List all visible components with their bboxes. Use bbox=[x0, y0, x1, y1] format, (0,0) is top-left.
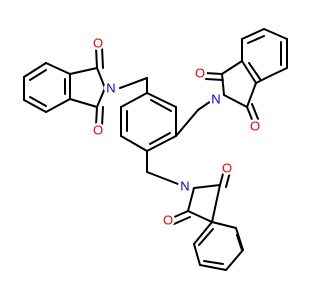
bond bbox=[223, 94, 248, 108]
bond bbox=[187, 187, 195, 212]
bond bbox=[171, 210, 189, 219]
bond bbox=[198, 228, 214, 246]
bond bbox=[199, 264, 227, 271]
oxygen-atom: O bbox=[222, 161, 232, 176]
bond bbox=[269, 67, 288, 77]
bonds bbox=[23, 28, 288, 271]
bond bbox=[69, 98, 98, 108]
bond bbox=[101, 46, 104, 69]
bond bbox=[119, 77, 148, 89]
bond bbox=[101, 106, 104, 127]
bond bbox=[247, 35, 265, 44]
bond bbox=[150, 99, 172, 112]
bond bbox=[221, 60, 243, 75]
bond bbox=[146, 171, 179, 185]
bond bbox=[225, 249, 244, 271]
bond bbox=[221, 73, 225, 96]
oxygen-atom: O bbox=[93, 123, 103, 138]
bond bbox=[193, 221, 213, 245]
bond bbox=[193, 184, 221, 189]
nitrogen-atom: N bbox=[106, 81, 115, 96]
oxygen-atom: O bbox=[195, 66, 205, 81]
bond bbox=[197, 100, 212, 111]
bond bbox=[173, 216, 191, 225]
bond bbox=[203, 260, 224, 265]
bond bbox=[193, 243, 201, 266]
bond bbox=[263, 28, 288, 40]
nitrogen-atom: N bbox=[180, 179, 189, 194]
bond bbox=[211, 184, 221, 223]
bond bbox=[211, 221, 237, 229]
bond bbox=[95, 46, 98, 69]
bond bbox=[29, 69, 47, 81]
oxygen-atom: O bbox=[93, 36, 103, 51]
bond bbox=[29, 96, 47, 107]
molecule-structure: O N O O N O O N O bbox=[23, 28, 288, 271]
bond bbox=[241, 28, 265, 40]
bond bbox=[69, 67, 98, 75]
bond bbox=[236, 234, 243, 251]
oxygen-atom: O bbox=[163, 213, 173, 228]
bond bbox=[23, 62, 47, 78]
oxygen-atom: O bbox=[250, 119, 260, 134]
bond bbox=[175, 109, 199, 137]
bond bbox=[205, 78, 224, 81]
bond bbox=[96, 67, 106, 89]
bond bbox=[146, 92, 177, 108]
bond bbox=[149, 132, 171, 145]
bond bbox=[120, 135, 148, 152]
bond bbox=[45, 62, 71, 75]
bond bbox=[204, 72, 223, 75]
bond bbox=[251, 103, 259, 120]
bond bbox=[246, 106, 254, 123]
bond bbox=[248, 62, 261, 80]
bond bbox=[255, 75, 271, 84]
bond bbox=[146, 135, 177, 152]
bond bbox=[246, 82, 257, 108]
bond bbox=[241, 60, 257, 84]
atom-labels: O N O O N O O N O bbox=[91, 36, 262, 228]
bond bbox=[23, 99, 47, 113]
bond bbox=[95, 106, 98, 127]
bond bbox=[187, 210, 213, 223]
bond bbox=[45, 98, 71, 113]
bond bbox=[120, 92, 148, 108]
bond bbox=[235, 227, 244, 251]
bond bbox=[96, 87, 106, 108]
nitrogen-atom: N bbox=[211, 92, 220, 107]
